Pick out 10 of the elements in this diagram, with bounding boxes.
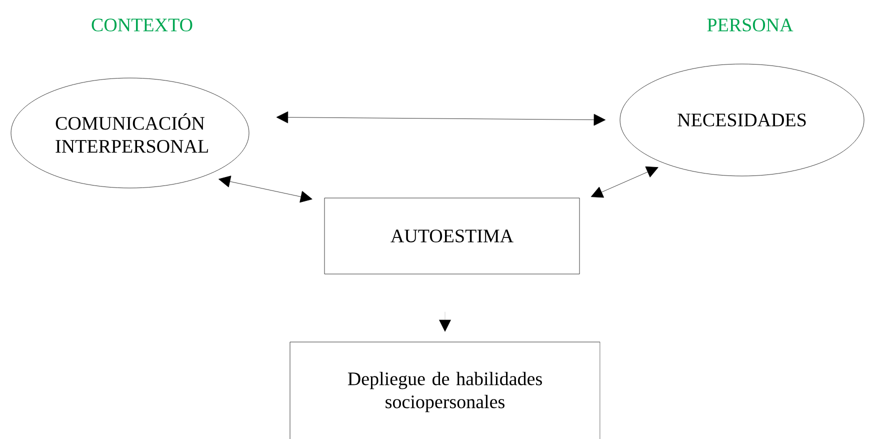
heading: PERSONA bbox=[707, 18, 794, 32]
heading: CONTEXTO bbox=[92, 18, 192, 32]
ellipse-node: NECESIDADES bbox=[620, 64, 864, 176]
double-arrow bbox=[590, 166, 658, 198]
double-arrow bbox=[276, 111, 606, 126]
process-box: AUTOESTIMA bbox=[324, 198, 580, 274]
double-arrow bbox=[218, 176, 312, 203]
process-box: Depliegue de habilidades sociopersonales bbox=[290, 342, 600, 439]
ellipse-node: COMUNICACIÓN INTERPERSONAL bbox=[10, 78, 250, 188]
arrowhead bbox=[439, 312, 451, 332]
